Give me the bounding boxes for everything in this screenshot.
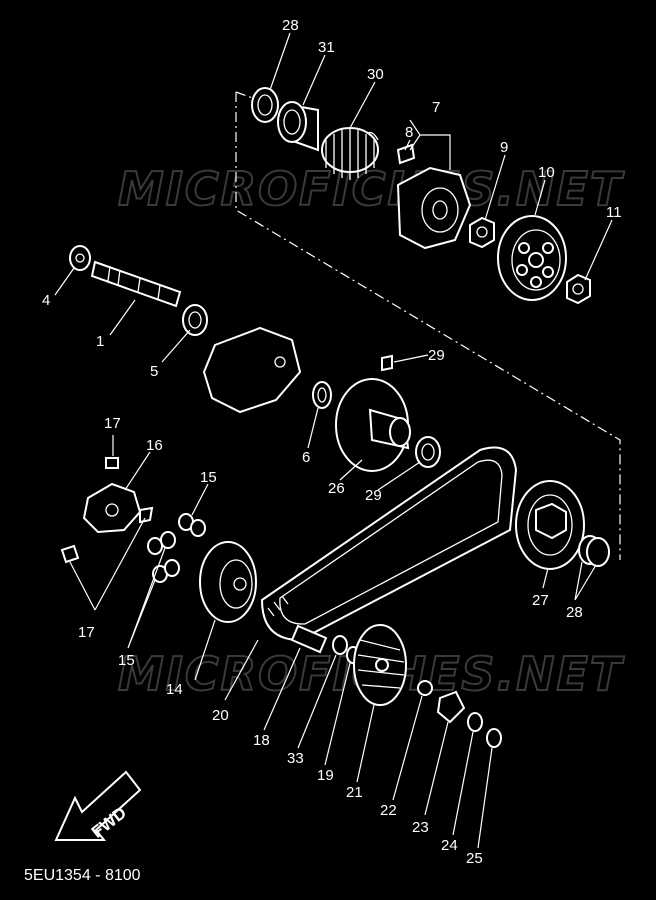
part-11-nut: [566, 273, 591, 305]
part-26-secondary-fixed-sheave: [335, 378, 411, 472]
part-9-nut: [469, 216, 495, 249]
part-10-clutch-housing: [497, 215, 567, 301]
part-28-oil-seal: [251, 87, 279, 123]
label-4: 4: [42, 292, 50, 309]
label-1: 1: [96, 333, 104, 350]
part-4-bearing: [69, 245, 91, 271]
part-30-plug: [381, 354, 393, 372]
label-26: 26: [328, 480, 345, 497]
part-28-oil-seal-lower: [415, 436, 441, 468]
label-33: 33: [287, 750, 304, 767]
label-16: 16: [146, 437, 163, 454]
label-17-bottom: 17: [78, 624, 95, 641]
label-10: 10: [538, 164, 555, 181]
label-22: 22: [380, 802, 397, 819]
part-24-washer: [467, 712, 483, 732]
part-14-primary-sliding-sheave: [199, 541, 257, 623]
label-8: 8: [405, 124, 413, 141]
label-14: 14: [166, 681, 183, 698]
part-labels: 28 31 30 7 8 9 10 11 4 1 5 29 6 26 29 17…: [42, 17, 622, 867]
part-20-v-belt: [260, 446, 518, 642]
label-15-bottom: 15: [118, 652, 135, 669]
part-23-lock-washer: [436, 690, 466, 724]
label-17-top: 17: [104, 415, 121, 432]
crankcase-cover: [202, 326, 302, 414]
watermark-top: MICROFICHES.NET: [118, 162, 625, 216]
part-33-washer: [332, 635, 348, 655]
part-6-oil-seal: [312, 381, 332, 409]
part-16-cam: [82, 482, 142, 534]
label-24: 24: [441, 837, 458, 854]
part-32-collar: [277, 101, 319, 152]
assembly-boundary-line: [235, 91, 621, 560]
label-23: 23: [412, 819, 429, 836]
part-7-clutch-carrier: [396, 166, 472, 250]
part-22-washer: [417, 680, 433, 696]
part-25-nut: [486, 728, 502, 748]
forward-direction-arrow: FWD: [54, 770, 142, 842]
drawing-code: 5EU1354 - 8100: [24, 867, 141, 884]
label-28-bottom: 29: [365, 487, 382, 504]
label-27: 27: [532, 592, 549, 609]
label-15-top: 15: [200, 469, 217, 486]
part-27-secondary-sliding-sheave: [515, 480, 585, 570]
part-21-primary-fixed-sheave: [353, 624, 407, 706]
label-19: 19: [317, 767, 334, 784]
part-15-weight-roller: [147, 513, 206, 583]
part-17-slider: [60, 457, 154, 564]
part-31-compression-spring: [321, 127, 379, 180]
part-18-collar: [290, 624, 328, 654]
label-20: 20: [212, 707, 229, 724]
label-21: 21: [346, 784, 363, 801]
label-28-top: 28: [282, 17, 299, 34]
label-5: 5: [150, 363, 158, 380]
label-30: 29: [428, 347, 445, 364]
label-29: 28: [566, 604, 583, 621]
label-32: 31: [318, 39, 335, 56]
label-7: 7: [432, 99, 440, 116]
label-11: 11: [606, 204, 622, 221]
part-29-o-ring: [578, 535, 610, 567]
part-1-drive-shaft: [90, 260, 182, 308]
label-31: 30: [367, 66, 384, 83]
label-6: 6: [302, 449, 310, 466]
part-5-bearing: [182, 304, 208, 336]
label-9: 9: [500, 139, 508, 156]
label-18: 18: [253, 732, 270, 749]
leader-lines: [54, 32, 613, 849]
label-25: 25: [466, 850, 483, 867]
